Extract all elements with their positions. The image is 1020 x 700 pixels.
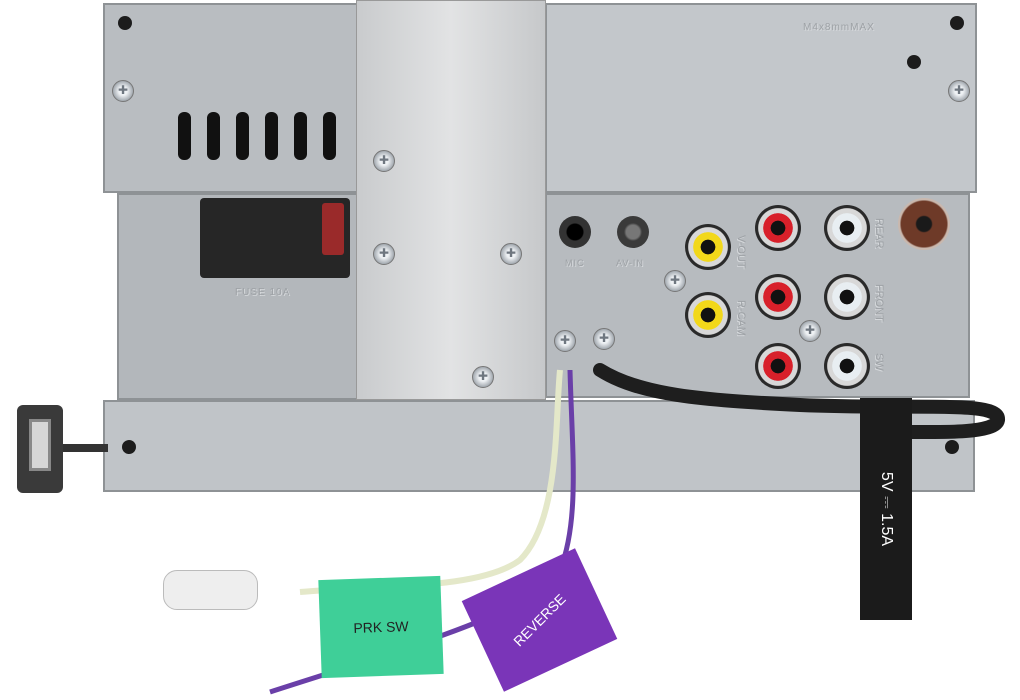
screw-icon <box>373 243 395 265</box>
r-cam-label: R-CAM <box>735 300 747 337</box>
av-in-jack[interactable] <box>617 216 649 248</box>
spade-terminal <box>163 570 258 610</box>
mounting-bracket <box>356 0 546 400</box>
chassis-top-left <box>103 3 358 193</box>
screw-icon <box>593 328 615 350</box>
chassis-top-right <box>545 3 977 193</box>
front-left-rca[interactable] <box>755 274 801 320</box>
usb-connector[interactable] <box>17 405 63 493</box>
screw-icon <box>500 243 522 265</box>
prk-sw-tag: PRK SW <box>318 575 444 679</box>
v-out-label: V-OUT <box>735 235 747 269</box>
r-cam-rca[interactable] <box>685 292 731 338</box>
prk-sw-label: PRK SW <box>353 618 409 636</box>
sw-left-rca[interactable] <box>755 343 801 389</box>
screw-icon <box>664 270 686 292</box>
fuse <box>322 203 344 255</box>
antenna-jack[interactable] <box>898 198 950 250</box>
rear-right-rca[interactable] <box>824 205 870 251</box>
rear-left-rca[interactable] <box>755 205 801 251</box>
screw-icon <box>112 80 134 102</box>
sw-right-rca[interactable] <box>824 343 870 389</box>
mount-hole <box>907 55 921 69</box>
v-out-rca[interactable] <box>685 224 731 270</box>
reverse-label: REVERSE <box>510 590 569 650</box>
mount-hole <box>950 16 964 30</box>
screw-icon <box>472 366 494 388</box>
usb-port-icon <box>29 419 51 471</box>
mic-jack[interactable] <box>559 216 591 248</box>
usb-rating-tag: 5V ⎓ 1.5A <box>860 398 912 620</box>
rear-label: REAR <box>873 218 885 249</box>
screw-icon <box>554 330 576 352</box>
screw-icon <box>373 150 395 172</box>
front-right-rca[interactable] <box>824 274 870 320</box>
screw-spec-label: M4x8mmMAX <box>803 22 875 33</box>
mount-hole <box>945 440 959 454</box>
front-label: FRONT <box>873 284 885 322</box>
vent-slots <box>178 112 336 160</box>
screw-icon <box>799 320 821 342</box>
screw-icon <box>948 80 970 102</box>
mic-label: MIC <box>565 258 585 268</box>
bottom-rail <box>103 400 975 492</box>
av-in-label: AV-IN <box>616 258 644 268</box>
mount-hole <box>122 440 136 454</box>
usb-rating-label: 5V ⎓ 1.5A <box>878 471 895 547</box>
sw-label: SW <box>873 353 885 371</box>
mount-hole <box>118 16 132 30</box>
fuse-label: FUSE 10A <box>235 287 291 298</box>
